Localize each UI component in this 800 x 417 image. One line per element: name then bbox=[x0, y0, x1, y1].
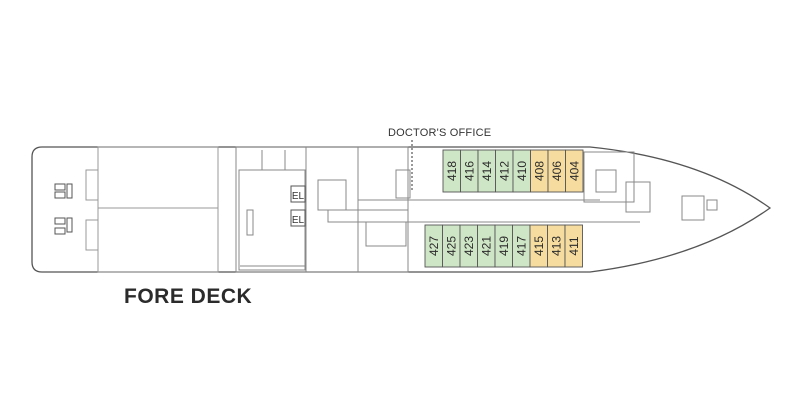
cabin-number: 417 bbox=[514, 236, 528, 256]
cabin-number: 425 bbox=[444, 236, 458, 256]
forward-section bbox=[583, 151, 718, 223]
elevator-label: EL bbox=[292, 191, 305, 202]
doctors-office-label: DOCTOR'S OFFICE bbox=[388, 127, 492, 139]
cabin-number: 418 bbox=[445, 161, 459, 181]
cabin-number: 408 bbox=[532, 161, 546, 181]
elevator-icon bbox=[290, 209, 306, 227]
cabin-number: 419 bbox=[497, 236, 511, 256]
corridor-zone bbox=[305, 146, 600, 273]
elevator-icon bbox=[290, 185, 306, 203]
cabin-number: 410 bbox=[515, 161, 529, 181]
cabin-404[interactable] bbox=[565, 149, 584, 193]
elevator-label: EL bbox=[292, 215, 305, 226]
elevator-group: EL EL bbox=[290, 185, 306, 227]
aft-deck bbox=[85, 146, 219, 273]
cabin-411[interactable] bbox=[564, 224, 583, 268]
cabin-number: 411 bbox=[567, 236, 581, 255]
cabin-number: 416 bbox=[462, 161, 476, 181]
cabin-number: 404 bbox=[567, 161, 581, 181]
cabin-number: 414 bbox=[480, 161, 494, 181]
deck-title: FORE DECK bbox=[124, 285, 253, 308]
central-block bbox=[235, 146, 307, 273]
cabin-number: 421 bbox=[479, 236, 493, 256]
hull-outline bbox=[31, 146, 772, 273]
cabin-number: 413 bbox=[549, 236, 563, 256]
cabin-number: 427 bbox=[427, 236, 441, 256]
cabin-number: 412 bbox=[497, 161, 511, 181]
cabin-number: 423 bbox=[462, 236, 476, 256]
aft-lockers bbox=[54, 183, 73, 235]
cabin-number: 406 bbox=[550, 161, 564, 181]
cabin-number: 415 bbox=[532, 236, 546, 256]
